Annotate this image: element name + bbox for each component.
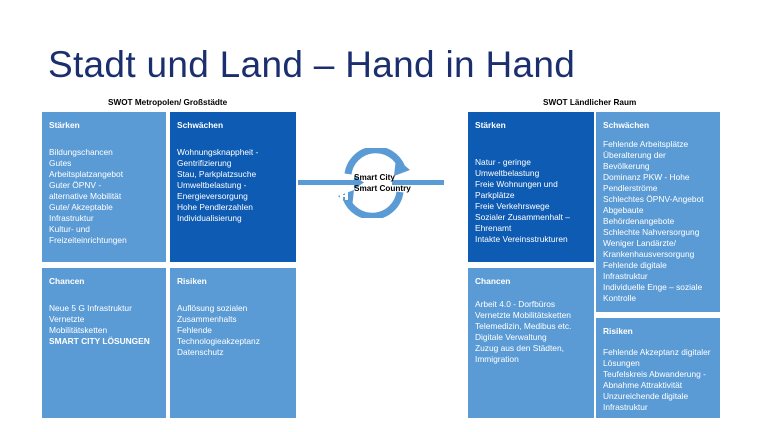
urban-strengths-label: Stärken — [49, 120, 80, 130]
urban-weaknesses-box: Schwächen Wohnungsknappheit -Gentrifizie… — [170, 112, 296, 262]
swot-item: Auflösung sozialen — [177, 303, 248, 313]
smart-city-line: Smart City — [354, 173, 395, 182]
rural-opportunities-label: Chancen — [475, 276, 511, 286]
swot-item: Unzureichende digitale — [603, 391, 689, 401]
swot-item: Stau, Parkplatzsuche — [177, 169, 257, 179]
swot-item: Freie Verkehrswege — [475, 201, 550, 211]
cycle-arrowhead-top — [394, 158, 410, 176]
swot-item: Umweltbelastung — [475, 168, 540, 178]
swot-item: Immigration — [475, 354, 519, 364]
right-connector-arrow — [392, 180, 444, 185]
bus-icon — [409, 173, 418, 179]
swot-item: Vernetzte — [49, 314, 85, 324]
swot-item: Fehlende Arbeitsplätze — [603, 139, 689, 149]
swot-item: Schlechte Nahversorgung — [603, 227, 700, 237]
swot-item: Individuelle Enge – soziale — [603, 282, 703, 292]
smart-city-cycle-graphic — [298, 148, 444, 218]
swot-item: Mobilitätsketten — [49, 325, 108, 335]
swot-item: Kultur- und — [49, 224, 90, 234]
swot-item: Arbeit 4.0 - Dorfbüros — [475, 299, 556, 309]
swot-item: Lösungen — [603, 358, 640, 368]
swot-item: Fehlende — [177, 325, 212, 335]
swot-item: Bildungschancen — [49, 147, 113, 157]
swot-item: Gutes — [49, 158, 72, 168]
urban-opportunities-label: Chancen — [49, 276, 85, 286]
swot-item: Arbeitsplatzangebot — [49, 169, 124, 179]
urban-swot-heading: SWOT Metropolen/ Großstädte — [108, 98, 228, 107]
swot-item: Ehrenamt — [475, 223, 512, 233]
swot-item: Hohe Pendlerzahlen — [177, 202, 253, 212]
rural-risks-label: Risiken — [603, 326, 633, 336]
swot-item: Abgebaute — [603, 205, 644, 215]
swot-item: Zusammenhalts — [177, 314, 237, 324]
swot-item: Technologieakzeptanz — [177, 336, 260, 346]
swot-item: Bevölkerung — [603, 161, 650, 171]
slide-title: Stadt und Land – Hand in Hand — [48, 44, 576, 85]
rural-weaknesses-label: Schwächen — [603, 120, 650, 130]
swot-item: Weniger Landärzte/ — [603, 238, 676, 248]
swot-item: Gentrifizierung — [177, 158, 232, 168]
swot-item: Dominanz PKW - Hohe — [603, 172, 690, 182]
swot-item: Behördenangebote — [603, 216, 675, 226]
swot-item: Teufelskreis Abwanderung - — [603, 369, 706, 379]
swot-item: Telemedizin, Medibus etc. — [475, 321, 572, 331]
swot-item: Wohnungsknappheit - — [177, 147, 259, 157]
swot-item: Umweltbelastung - — [177, 180, 247, 190]
left-connector-arrowhead — [354, 176, 364, 189]
swot-item: Infrastruktur — [49, 213, 94, 223]
swot-item: Natur - geringe — [475, 157, 531, 167]
swot-item: Guter ÖPNV - — [49, 180, 102, 190]
smart-country-line: Smart Country — [354, 184, 411, 193]
cycle-arc-bottom — [342, 191, 404, 218]
smart-city-label: Smart City Smart Country — [354, 172, 411, 194]
swot-item: Infrastruktur — [603, 271, 648, 281]
swot-item: Vernetzte Mobilitätsketten — [475, 310, 571, 320]
swot-item: Kontrolle — [603, 293, 637, 303]
swot-item: Intakte Vereinsstrukturen — [475, 234, 568, 244]
swot-item: Digitale Verwaltung — [475, 332, 547, 342]
swot-item: Energieversorgung — [177, 191, 248, 201]
swot-item: Abnahme Attraktivität — [603, 380, 683, 390]
swot-item: alternative Mobilität — [49, 191, 122, 201]
swot-item: Fehlende digitale — [603, 260, 667, 270]
rural-strengths-label: Stärken — [475, 120, 506, 130]
urban-risks-label: Risiken — [177, 276, 207, 286]
swot-item: Infrastruktur — [603, 402, 648, 412]
urban-weaknesses-label: Schwächen — [177, 120, 224, 130]
swot-item: Fehlende Akzeptanz digitaler — [603, 347, 711, 357]
swot-item: Zuzug aus den Städten, — [475, 343, 564, 353]
swot-item: Überalterung der — [603, 150, 666, 160]
swot-item: Sozialer Zusammenhalt – — [475, 212, 570, 222]
swot-item: Krankenhausversorgung — [603, 249, 695, 259]
rural-swot-heading: SWOT Ländlicher Raum — [543, 98, 637, 107]
building-icon — [340, 192, 348, 200]
swot-item: Neue 5 G Infrastruktur — [49, 303, 132, 313]
left-connector-arrow — [298, 180, 354, 185]
swot-item: Datenschutz — [177, 347, 224, 357]
swot-item: Parkplätze — [475, 190, 515, 200]
cycle-arc-top — [344, 148, 406, 175]
swot-item: Freizeiteinrichtungen — [49, 235, 127, 245]
swot-item: Gute/ Akzeptable — [49, 202, 113, 212]
swot-item: Schlechtes ÖPNV-Angebot — [603, 194, 704, 204]
swot-item: Freie Wohnungen und — [475, 179, 558, 189]
swot-item: Individualisierung — [177, 213, 242, 223]
swot-item: SMART CITY LÖSUNGEN — [49, 336, 150, 346]
swot-item: Pendlerströme — [603, 183, 658, 193]
